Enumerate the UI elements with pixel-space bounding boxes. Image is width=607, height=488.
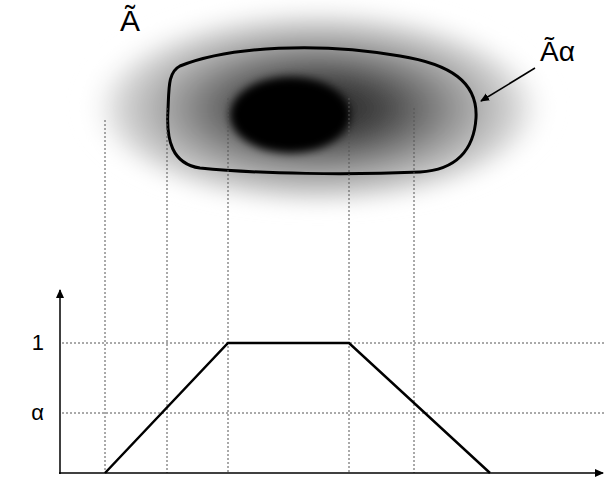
projection-lines	[62, 98, 605, 473]
fuzzy-core	[230, 77, 350, 153]
alpha-cut-name: Ãα	[540, 38, 575, 66]
membership-function	[105, 343, 490, 473]
x-axis	[59, 472, 603, 474]
leader-arrow	[481, 68, 535, 101]
axis-value: α	[31, 402, 44, 424]
fuzzy-cloud	[83, 0, 553, 202]
alpha-cut-contour	[168, 48, 476, 174]
axis-value: 1	[32, 332, 44, 354]
y-axis	[59, 290, 61, 474]
set-name: Ã	[120, 6, 140, 36]
